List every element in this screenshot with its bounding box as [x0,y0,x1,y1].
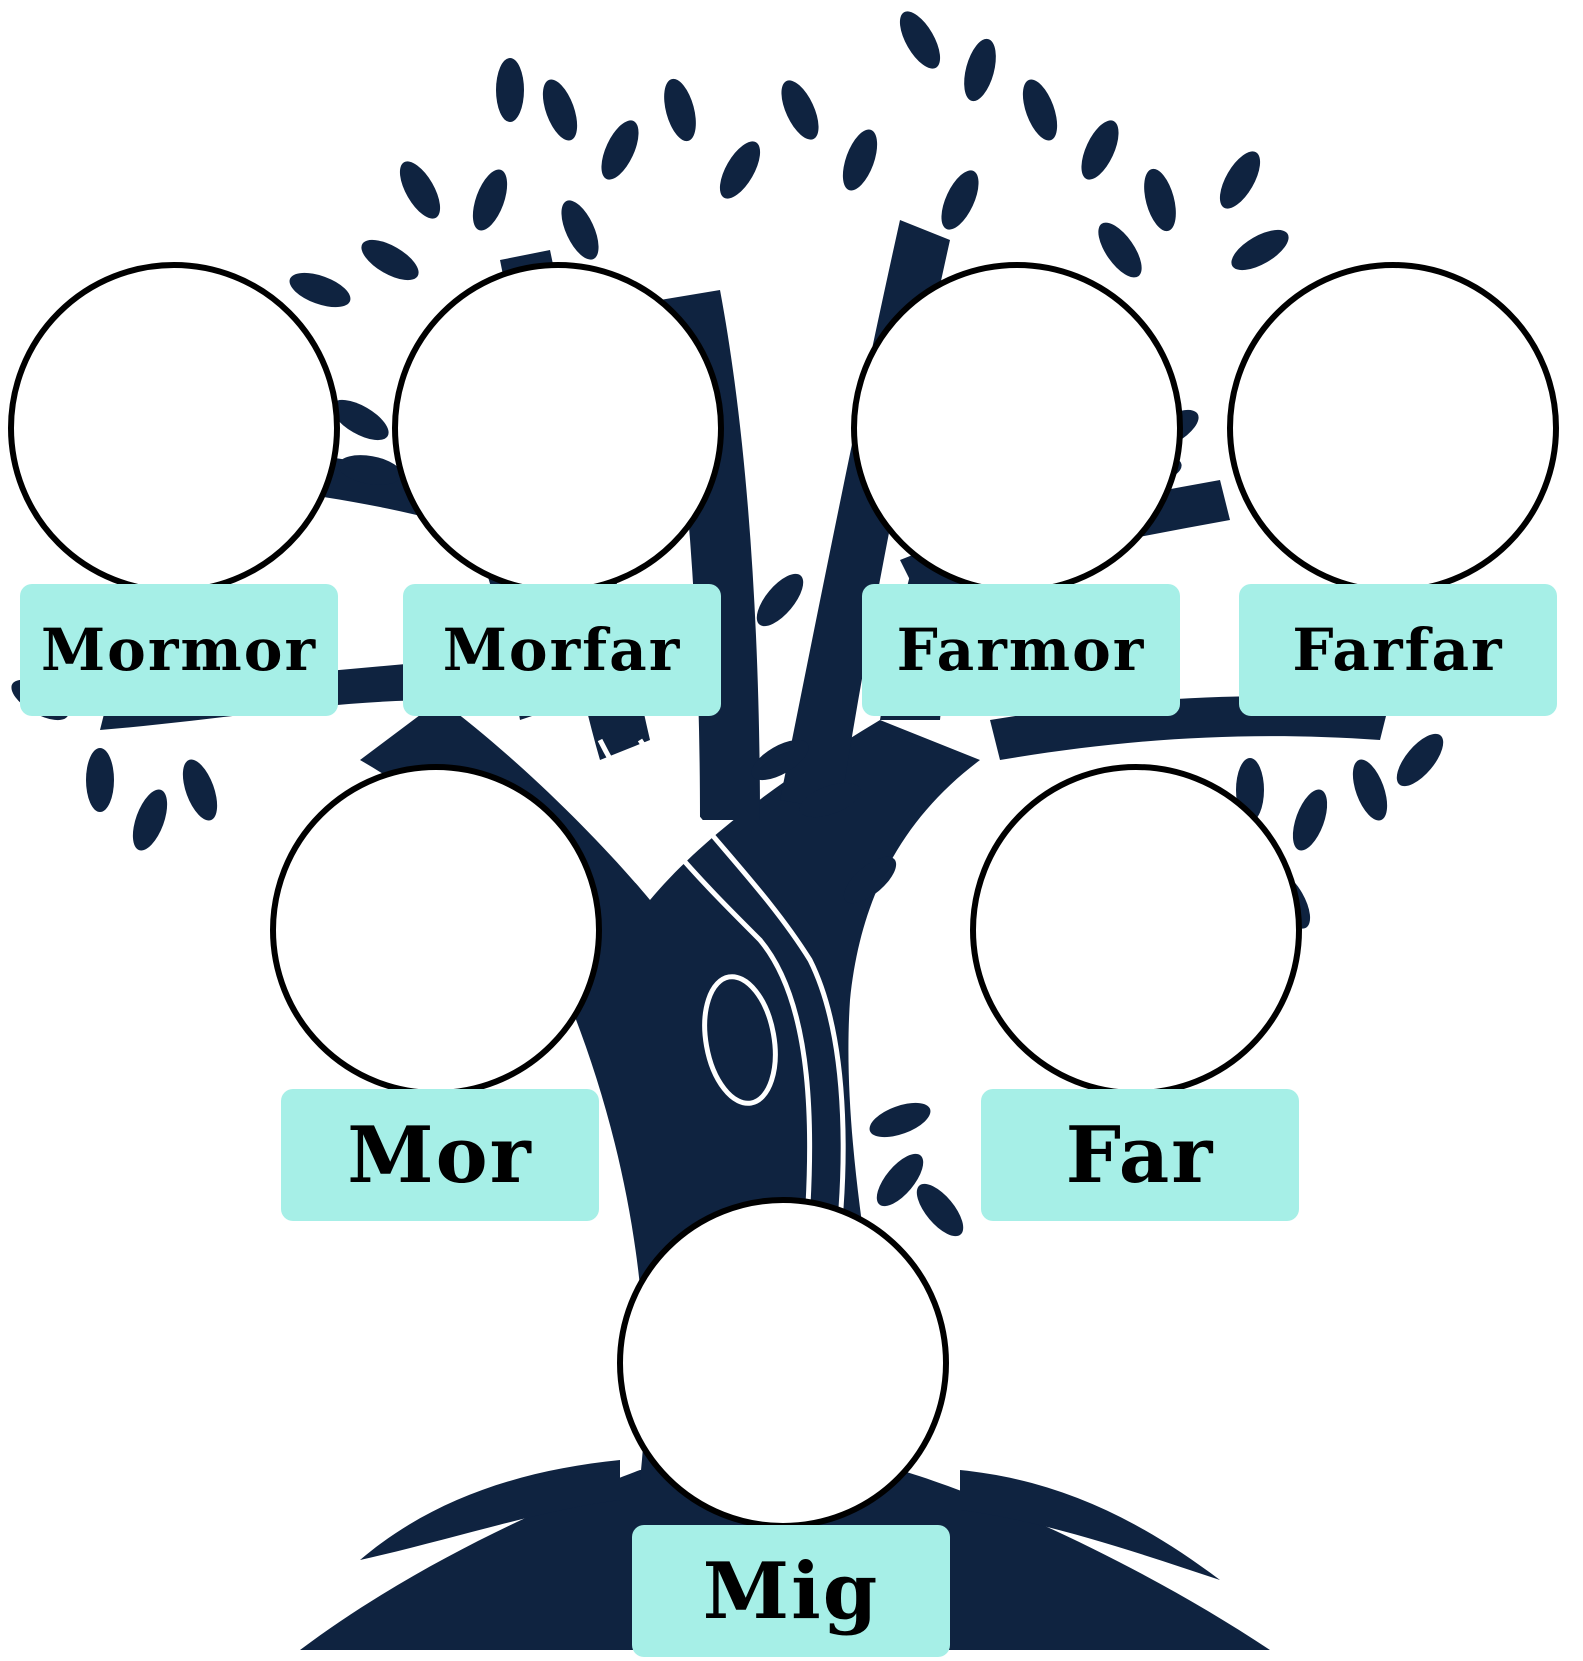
label-mig: Mig [632,1525,950,1657]
photo-circle-mor[interactable] [270,764,602,1096]
label-mormor: Mormor [20,584,338,716]
label-farmor: Farmor [862,584,1180,716]
photo-circle-mormor[interactable] [8,262,340,594]
photo-circle-far[interactable] [970,764,1302,1096]
photo-circle-farmor[interactable] [851,262,1183,594]
label-farfar: Farfar [1239,584,1557,716]
photo-circle-morfar[interactable] [392,262,724,594]
label-morfar: Morfar [403,584,721,716]
photo-circle-farfar[interactable] [1227,262,1559,594]
label-mor: Mor [281,1089,599,1221]
photo-circle-mig[interactable] [617,1197,949,1529]
label-far: Far [981,1089,1299,1221]
